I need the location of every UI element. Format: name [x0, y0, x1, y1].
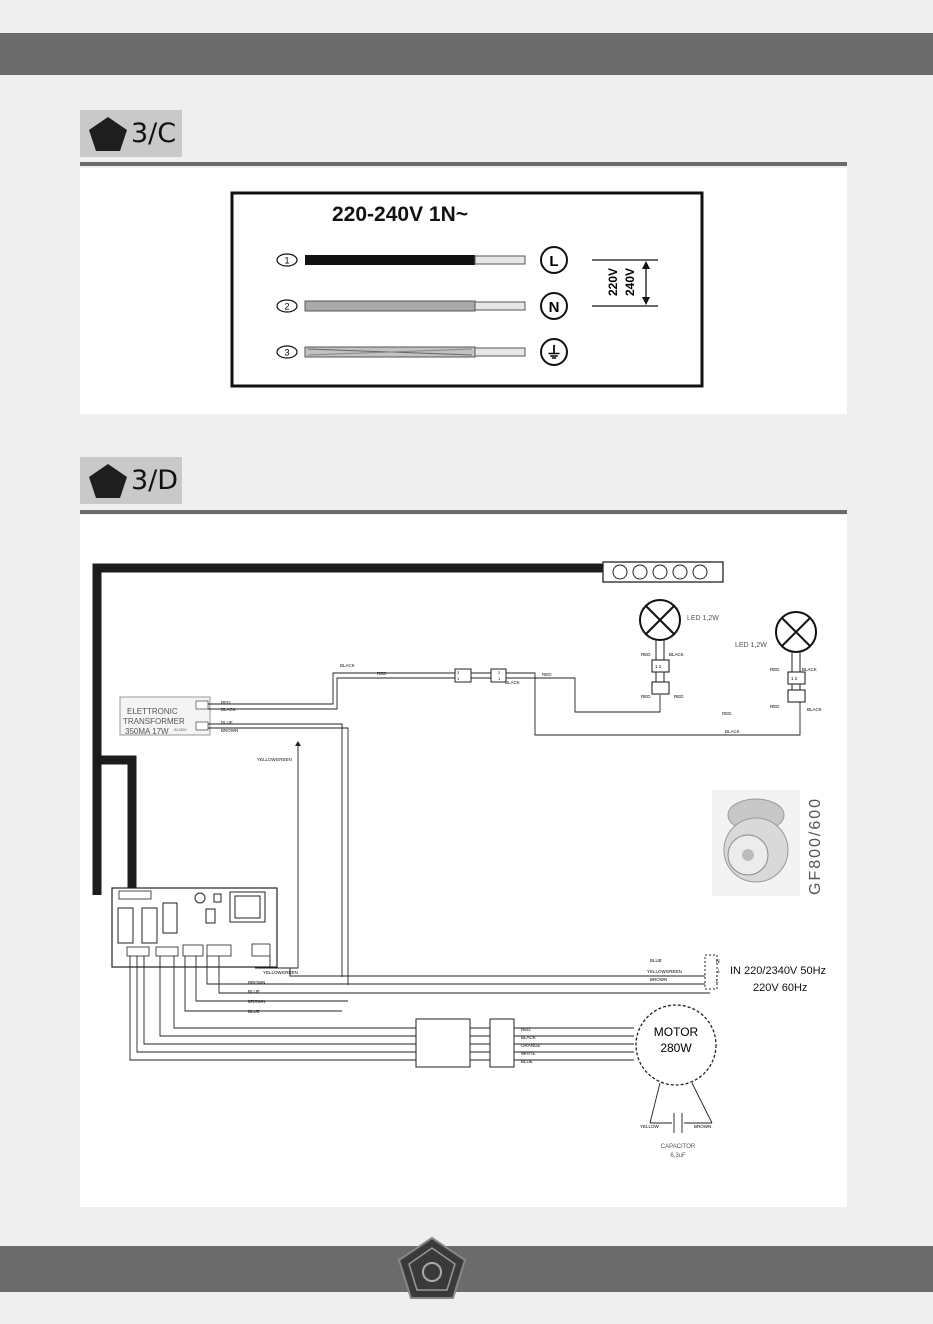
transformer-pin-note: IN 220V — [174, 728, 187, 732]
wire-label: BLUE — [521, 1059, 533, 1064]
earth-icon: ⏚ — [546, 344, 562, 362]
wire-label: RED — [641, 694, 651, 699]
terminal-letter: N — [716, 959, 720, 965]
pin-label: 1 — [457, 676, 460, 681]
motor-connector-left — [415, 1018, 471, 1068]
wire-label: BLACK — [340, 663, 355, 668]
supply-title: 220-240V 1N~ — [332, 203, 468, 226]
wire-label: BLUE — [248, 1009, 260, 1014]
wire-label: YELLOW — [640, 1124, 660, 1129]
wire-label: RED — [542, 672, 552, 677]
motor-label: MOTOR — [654, 1025, 699, 1039]
wire-label: BLUE — [248, 989, 260, 994]
wire-label: RED — [377, 671, 387, 676]
wire-label: RED — [674, 694, 684, 699]
power-in-label: 220V 60Hz — [753, 982, 807, 994]
wire-label: BLACK — [505, 680, 520, 685]
wire-label: RED — [770, 704, 780, 709]
motor-connector-right — [489, 1018, 515, 1068]
wire-label: BLACK — [221, 707, 236, 712]
pentagon-icon — [89, 464, 127, 498]
terminal-letter: ⏚ — [716, 968, 721, 975]
wire-label: BLACK — [807, 707, 822, 712]
wire-label: BROWN — [650, 977, 667, 982]
section-divider — [80, 510, 847, 514]
transformer-label: ELETTRONIC — [127, 707, 178, 716]
led-label: LED 1,2W — [687, 615, 719, 622]
led-label: LED 1,2W — [735, 642, 767, 649]
wire-label: BROWN — [248, 980, 265, 985]
power-in-label: IN 220/2340V 50Hz — [730, 965, 826, 977]
wire-number: 3 — [284, 348, 289, 358]
wire-label: WHITE — [521, 1051, 536, 1056]
wire-label: BROWN — [248, 999, 265, 1004]
wire-label: RED — [221, 700, 231, 705]
supply-panel: 220-240V 1N~ 1 L 2 N 3 ⏚ 220V 240V — [80, 168, 847, 414]
bottom-footer-bar — [0, 1246, 933, 1292]
wire-label: BLUE — [221, 720, 233, 725]
pin-label: 1 — [498, 676, 501, 681]
pin-label: 2 — [498, 670, 501, 675]
wire-label: BLUE — [650, 958, 662, 963]
capacitor-label: CAPACITOR — [661, 1144, 696, 1150]
motor — [635, 1004, 717, 1086]
wire-label: YELLOWGREEN — [647, 969, 682, 974]
wire-label: YELLOWGREEN — [263, 970, 298, 975]
wire-label: BLACK — [521, 1035, 536, 1040]
supply-terminal-block — [704, 954, 718, 990]
led-lamp-2: 1 2 — [775, 611, 817, 703]
wire-label: ORANGE — [521, 1043, 541, 1048]
section-heading-3c: 3/C — [80, 110, 182, 157]
wire-number: 2 — [284, 302, 289, 312]
section-label: 3/D — [131, 465, 179, 496]
brand-logo-icon — [397, 1236, 467, 1299]
wire-label: RED — [521, 1027, 531, 1032]
wire-label: BROWN — [694, 1124, 711, 1129]
wire-label: RED — [722, 711, 732, 716]
wire-label: RED — [641, 652, 651, 657]
wiring-diagram: ELETTRONIC TRANSFORMER 350MA 17W IN 220V… — [92, 561, 826, 1159]
wire-label: BLACK — [669, 652, 684, 657]
terminal-label: N — [549, 299, 560, 316]
motor-product-photo — [712, 790, 800, 896]
wiring-panel: ELETTRONIC TRANSFORMER 350MA 17W IN 220V… — [80, 515, 847, 1207]
pin-label: 2 — [457, 670, 460, 675]
wire-label: BLACK — [802, 667, 817, 672]
pin-label: 1 2 — [655, 664, 662, 669]
voltage-label: 220V — [606, 268, 620, 296]
led-lamp-1: 1 2 — [639, 599, 681, 695]
section-heading-3d: 3/D — [80, 457, 182, 504]
model-label: GF800/600 — [807, 797, 824, 895]
pentagon-icon — [89, 117, 127, 151]
section-divider — [80, 162, 847, 166]
wire-label: RED — [770, 667, 780, 672]
wire-number: 1 — [284, 256, 289, 266]
motor-label: 280W — [660, 1041, 692, 1055]
transformer-label: 350MA 17W — [125, 727, 169, 736]
wire-label: YELLOWGREEN — [257, 757, 292, 762]
section-label: 3/C — [131, 118, 177, 149]
wire-label: BLACK — [725, 729, 740, 734]
control-board — [111, 887, 278, 968]
pin-label: 1 2 — [791, 676, 798, 681]
transformer-label: TRANSFORMER — [123, 717, 185, 726]
electronic-transformer — [119, 696, 211, 736]
wire-label: BROWN — [221, 728, 238, 733]
supply-diagram: 220-240V 1N~ 1 L 2 N 3 ⏚ 220V 240V — [230, 191, 704, 388]
terminal-letter: L — [716, 979, 719, 985]
top-header-bar — [0, 33, 933, 75]
voltage-label: 240V — [623, 268, 637, 296]
terminal-label: L — [549, 253, 558, 270]
capacitor-label: 6,3uF — [670, 1153, 686, 1159]
